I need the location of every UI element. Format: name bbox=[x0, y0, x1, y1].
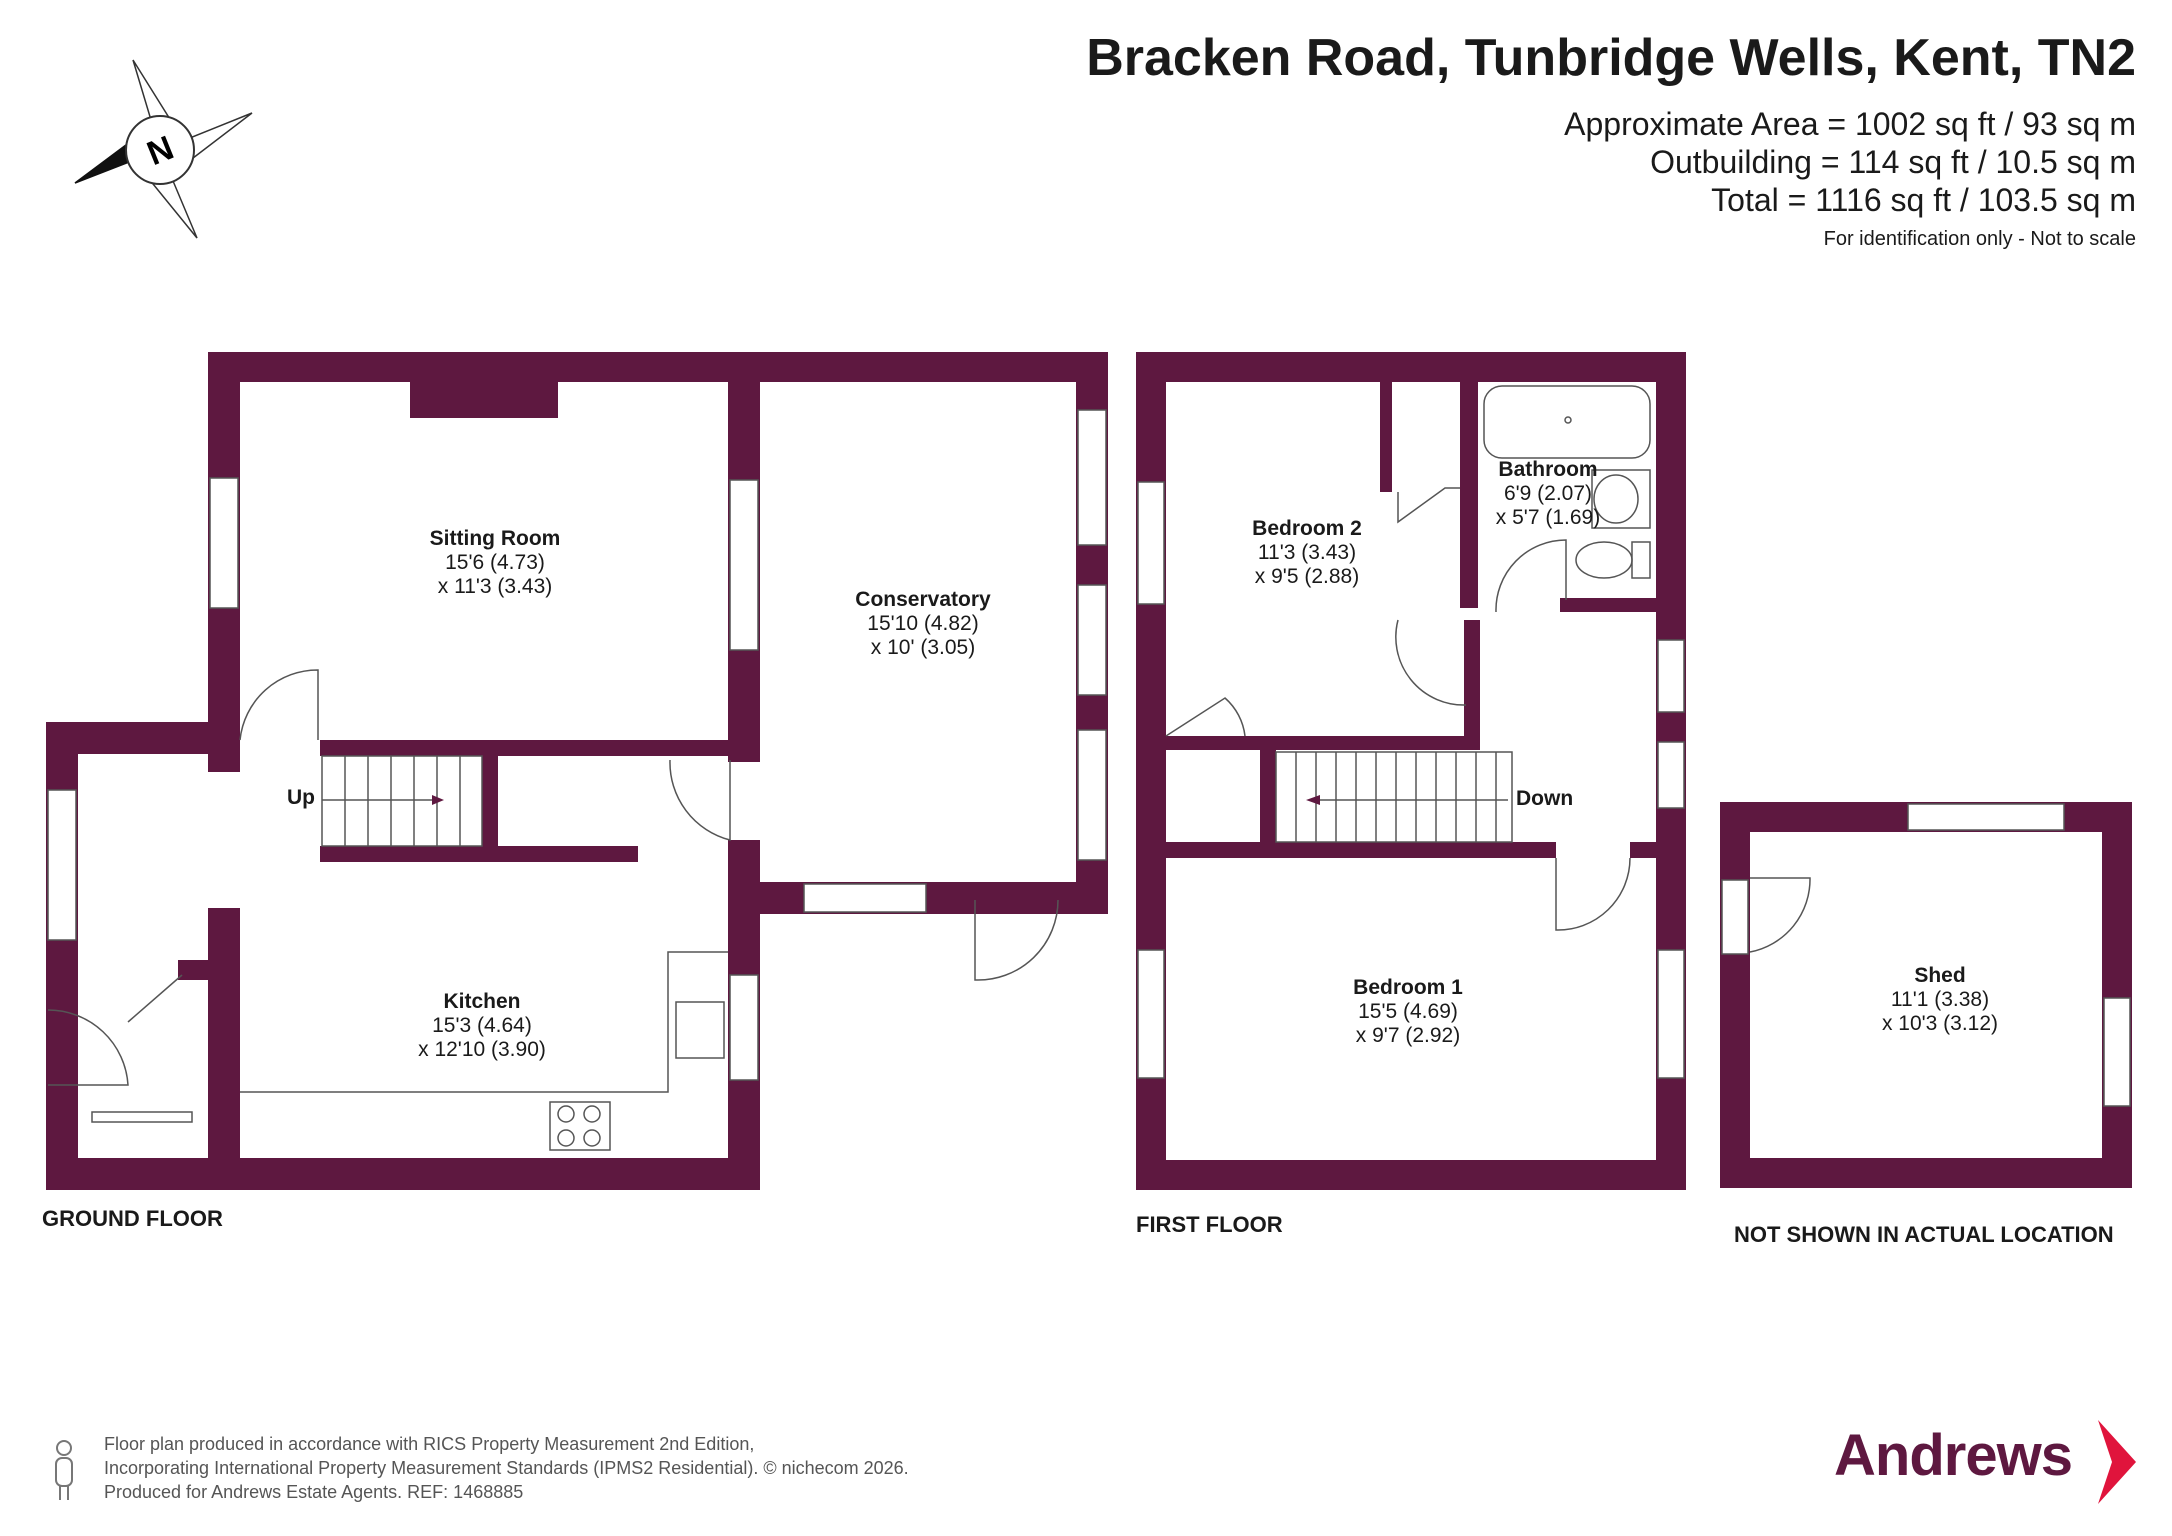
room-dimension: x 12'10 (3.90) bbox=[418, 1038, 546, 1061]
footer-line: Incorporating International Property Mea… bbox=[104, 1458, 909, 1478]
room-dimension: 6'9 (2.07) bbox=[1503, 482, 1593, 505]
total-area: Total = 1116 sq ft / 103.5 sq m bbox=[1711, 182, 2136, 218]
stairs-down-label: Down bbox=[1516, 787, 1574, 810]
hob-icon bbox=[549, 1101, 611, 1151]
shed-windows bbox=[1721, 803, 2131, 1107]
person-icon bbox=[55, 1440, 73, 1500]
bathroom-fixtures bbox=[1483, 385, 1651, 579]
approximate-area: Approximate Area = 1002 sq ft / 93 sq m bbox=[1564, 106, 2136, 142]
shed-label: Shed 11'1 (3.38) x 10'3 (3.12) bbox=[1882, 964, 1998, 1036]
kitchen-counters bbox=[240, 951, 728, 1151]
bath-icon bbox=[1483, 385, 1651, 459]
room-name: Kitchen bbox=[443, 990, 521, 1013]
basin-icon bbox=[1591, 469, 1651, 529]
brand-chevron-icon bbox=[2098, 1420, 2136, 1504]
footer-line: Produced for Andrews Estate Agents. REF:… bbox=[104, 1482, 524, 1502]
compass-icon: N bbox=[74, 59, 253, 239]
outbuilding-area: Outbuilding = 114 sq ft / 10.5 sq m bbox=[1650, 144, 2136, 180]
room-dimension: 15'10 (4.82) bbox=[867, 612, 979, 635]
footer-credits: Floor plan produced in accordance with R… bbox=[104, 1432, 909, 1504]
room-dimension: 11'3 (3.43) bbox=[1257, 541, 1357, 564]
kitchen-sink-icon bbox=[675, 1001, 725, 1059]
ground-floor-doors bbox=[47, 669, 1059, 1086]
room-name: Conservatory bbox=[855, 588, 991, 611]
room-dimension: x 10' (3.05) bbox=[870, 636, 976, 659]
bathroom-label: Bathroom 6'9 (2.07) x 5'7 (1.69) bbox=[1496, 458, 1600, 530]
ground-floor-windows bbox=[47, 409, 1107, 1123]
room-dimension: x 10'3 (3.12) bbox=[1881, 1012, 1999, 1035]
conservatory-label: Conservatory 15'10 (4.82) x 10' (3.05) bbox=[855, 588, 990, 660]
ground-floor-plan bbox=[46, 352, 1108, 1190]
room-dimension: x 11'3 (3.43) bbox=[437, 575, 553, 598]
first-floor-doors bbox=[1165, 487, 1631, 931]
first-floor-label: FIRST FLOOR bbox=[1136, 1212, 1283, 1237]
ground-stairs bbox=[321, 755, 483, 847]
bedroom-2-label: Bedroom 2 11'3 (3.43) x 9'5 (2.88) bbox=[1252, 517, 1362, 589]
sitting-room-label: Sitting Room 15'6 (4.73) x 11'3 (3.43) bbox=[430, 527, 561, 599]
ground-floor-label: GROUND FLOOR bbox=[42, 1206, 223, 1231]
bedroom-1-label: Bedroom 1 15'5 (4.69) x 9'7 (2.92) bbox=[1353, 976, 1463, 1048]
room-dimension: x 9'7 (2.92) bbox=[1355, 1024, 1461, 1047]
page-title: Bracken Road, Tunbridge Wells, Kent, TN2 bbox=[1086, 29, 2136, 87]
room-name: Sitting Room bbox=[429, 527, 561, 550]
first-floor-windows bbox=[1137, 481, 1685, 1079]
room-dimension: 15'5 (4.69) bbox=[1358, 1000, 1458, 1023]
room-dimension: 15'3 (4.64) bbox=[432, 1014, 532, 1037]
first-floor-plan bbox=[1136, 352, 1686, 1190]
room-name: Bedroom 1 bbox=[1353, 976, 1463, 999]
room-name: Shed bbox=[1914, 964, 1966, 987]
room-dimension: 11'1 (3.38) bbox=[1890, 988, 1990, 1011]
stairs-up-label: Up bbox=[287, 786, 315, 809]
scale-disclaimer: For identification only - Not to scale bbox=[1823, 228, 2136, 250]
footer-line: Floor plan produced in accordance with R… bbox=[104, 1434, 755, 1454]
first-stairs bbox=[1275, 751, 1513, 843]
room-name: Bedroom 2 bbox=[1252, 517, 1362, 540]
outbuilding-location-note: NOT SHOWN IN ACTUAL LOCATION bbox=[1734, 1222, 2114, 1247]
shed-door bbox=[1749, 877, 1811, 953]
kitchen-label: Kitchen 15'3 (4.64) x 12'10 (3.90) bbox=[418, 990, 546, 1062]
room-dimension: 15'6 (4.73) bbox=[445, 551, 545, 574]
toilet-icon bbox=[1575, 541, 1633, 579]
room-dimension: x 5'7 (1.69) bbox=[1495, 506, 1601, 529]
room-dimension: x 9'5 (2.88) bbox=[1254, 565, 1360, 588]
room-name: Bathroom bbox=[1498, 458, 1598, 481]
brand-logo: Andrews bbox=[1834, 1423, 2073, 1488]
